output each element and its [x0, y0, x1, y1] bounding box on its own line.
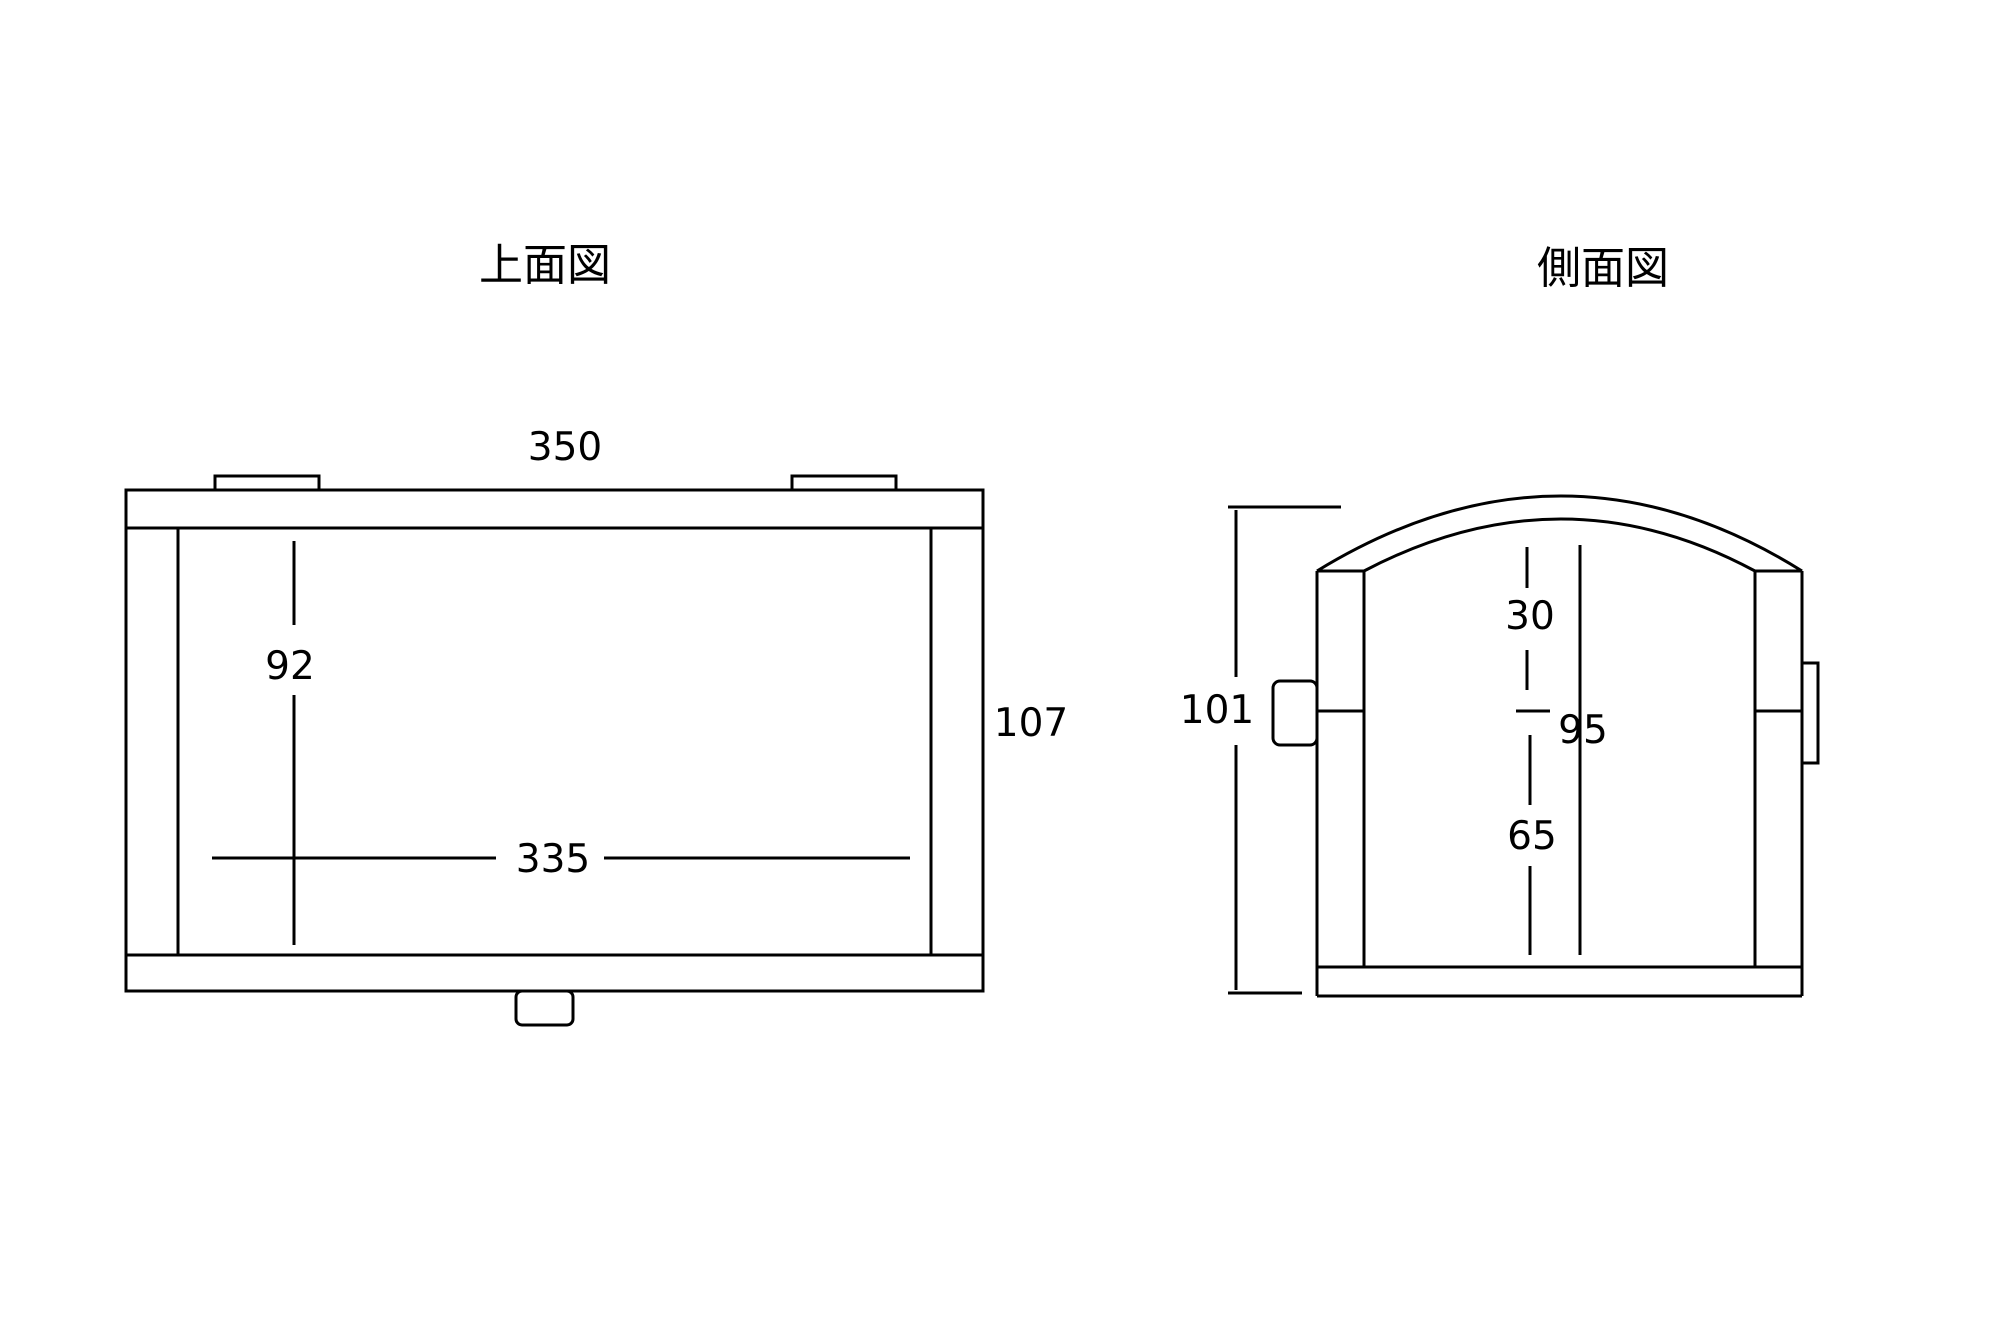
- outer-width-label: 350: [528, 425, 602, 470]
- top-tab-left: [213, 474, 321, 492]
- inner-depth-label: 92: [265, 644, 315, 689]
- outer-height-label: 101: [1180, 688, 1254, 733]
- lower-section-label: 65: [1507, 814, 1557, 859]
- lid-inner-arc: [1363, 517, 1756, 573]
- outer-depth-label: 107: [994, 701, 1068, 746]
- top-view-outer-frame: [124, 488, 985, 993]
- side-view-title: 側面図: [1537, 243, 1669, 294]
- top-tab-right: [790, 474, 898, 492]
- top-view: 上面図 92 335 350 107: [124, 240, 1068, 1027]
- inner-width-label: 335: [516, 837, 590, 882]
- upper-section-label: 30: [1505, 594, 1555, 639]
- front-knob: [514, 989, 575, 1027]
- top-view-title: 上面図: [479, 240, 611, 291]
- inner-height-label: 95: [1558, 708, 1608, 753]
- lid-outer-arc: [1316, 494, 1803, 573]
- side-front-knob: [1271, 679, 1319, 747]
- side-view: 側面図 101 30 65: [1180, 243, 1820, 998]
- side-back-hinge: [1800, 661, 1820, 765]
